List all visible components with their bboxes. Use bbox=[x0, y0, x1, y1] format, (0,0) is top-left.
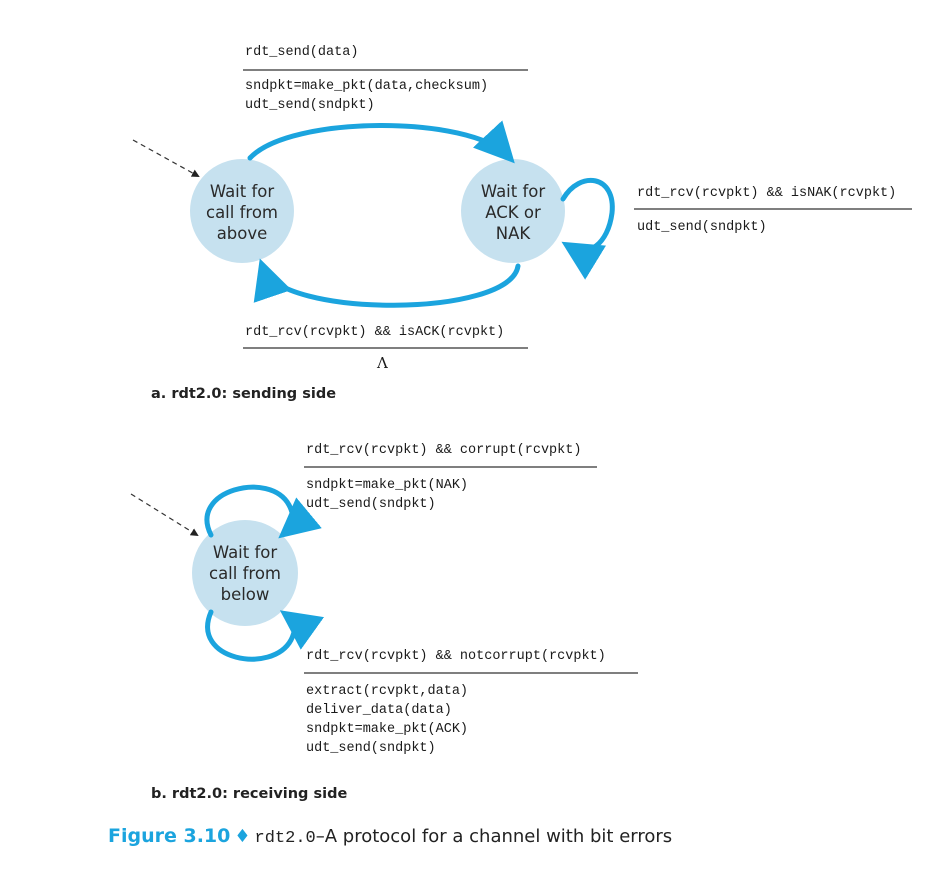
initial-arrow-sending bbox=[132, 139, 200, 177]
action-deliver-data: deliver_data(data) bbox=[306, 703, 452, 718]
event-isack: rdt_rcv(rcvpkt) && isACK(rcvpkt) bbox=[245, 325, 505, 340]
event-rdt-send: rdt_send(data) bbox=[245, 45, 359, 60]
action-udt-send: udt_send(sndpkt) bbox=[245, 98, 375, 113]
action-make-pkt-checksum: sndpkt=make_pkt(data,checksum) bbox=[245, 79, 489, 94]
caption-sending-side: a. rdt2.0: sending side bbox=[151, 386, 337, 402]
figure-code: rdt2.0 bbox=[254, 829, 316, 848]
action-udt-send-nak: udt_send(sndpkt) bbox=[637, 220, 767, 235]
arrow-ack-transition bbox=[253, 258, 521, 308]
event-notcorrupt: rdt_rcv(rcvpkt) && notcorrupt(rcvpkt) bbox=[306, 649, 606, 664]
figure-caption: Figure 3.10 ♦ rdt2.0–A protocol for a ch… bbox=[108, 825, 672, 848]
action-lambda: Λ bbox=[377, 354, 388, 372]
action-udt-send-corrupt: udt_send(sndpkt) bbox=[306, 497, 436, 512]
event-isnak: rdt_rcv(rcvpkt) && isNAK(rcvpkt) bbox=[637, 186, 897, 201]
action-make-pkt-ack: sndpkt=make_pkt(ACK) bbox=[306, 722, 469, 737]
state-wait-call-above bbox=[190, 159, 294, 263]
action-udt-send-ack: udt_send(sndpkt) bbox=[306, 741, 436, 756]
action-make-pkt-nak: sndpkt=make_pkt(NAK) bbox=[306, 478, 469, 493]
state-label-wait-ack-nak: Wait for ACK or NAK bbox=[480, 182, 546, 243]
state-wait-call-below bbox=[192, 520, 298, 626]
event-corrupt: rdt_rcv(rcvpkt) && corrupt(rcvpkt) bbox=[306, 443, 582, 458]
initial-arrow-receiving bbox=[130, 493, 199, 537]
state-wait-ack-nak bbox=[461, 159, 565, 263]
arrow-corrupt-self-loop bbox=[204, 484, 322, 539]
diamond-separator-icon: ♦ bbox=[234, 826, 251, 847]
arrow-nak-self-loop bbox=[560, 177, 615, 280]
arrow-notcorrupt-self-loop bbox=[205, 609, 325, 662]
state-label-wait-call-below: Wait for call from below bbox=[209, 543, 281, 604]
caption-receiving-side: b. rdt2.0: receiving side bbox=[151, 786, 348, 802]
figure-title: –A protocol for a channel with bit error… bbox=[315, 826, 673, 847]
state-label-wait-call-above: Wait for call from above bbox=[206, 182, 278, 243]
action-extract: extract(rcvpkt,data) bbox=[306, 684, 469, 699]
arrow-send-transition bbox=[247, 120, 515, 164]
figure-number: Figure 3.10 bbox=[108, 825, 231, 847]
